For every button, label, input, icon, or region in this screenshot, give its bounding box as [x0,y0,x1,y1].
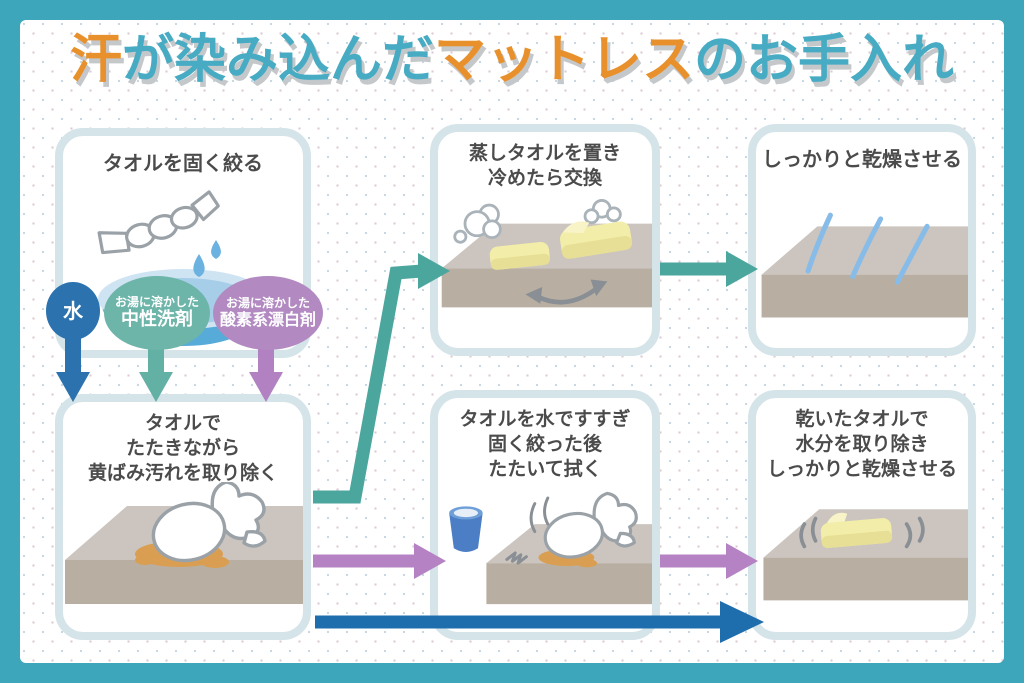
title-segment-sweat: 汗 [69,30,122,90]
bubble-oxygen-bleach: お湯に溶かした 酸素系漂白剤 [213,276,323,350]
folded-towel-left [489,241,551,270]
dabbing-towel [151,482,267,563]
step6-title: 乾いたタオルで 水分を取り除き しっかりと乾燥させる [766,408,957,481]
swap-arrow [525,279,608,305]
vibration-marks [799,516,925,549]
panel-step2-dab-stain: タオルで たたきながら 黄ばみ汚れを取り除く [55,394,311,640]
panel-step3-steam-towel: 蒸しタオルを置き 冷めたら交換 [430,124,660,356]
twisted-towel [97,190,220,255]
folded-dry-towel [820,512,893,549]
bubble-detergent-line2: 中性洗剤 [121,308,193,330]
bubble-neutral-detergent: お湯に溶かした 中性洗剤 [104,276,210,350]
title-segment-care: のお手入れ [694,30,955,90]
folded-towel-right [559,221,633,259]
rinse-wipe-illustration [449,491,652,605]
step1-title: タオルを固く絞る [103,151,263,175]
dabbing-towel [543,491,638,559]
title-segment-soaked: が染み込んだ [121,30,434,90]
step4-title: しっかりと乾燥させる [762,147,962,171]
panel-step4-dry: しっかりと乾燥させる [748,124,976,356]
dotted-background: 汗が染み込んだマットレスのお手入れ タオルを固く絞る [20,20,1004,663]
step5-title: タオルを水ですすぎ 固く絞った後 たたいて拭く [459,408,631,481]
bubble-detergent-line1: お湯に溶かした [114,294,199,309]
step2-title: タオルで たたきながら 黄ばみ汚れを取り除く [87,412,278,485]
panel-step6-dry-towel: 乾いたタオルで 水分を取り除き しっかりと乾燥させる [748,390,976,640]
bubble-water-label: 水 [63,298,83,323]
air-flow-lines [805,212,930,285]
bubble-bleach-line2: 酸素系漂白剤 [219,309,316,329]
water-drops [193,240,221,277]
bubble-water: 水 [46,282,100,340]
title-segment-mattress: マットレス [434,30,695,90]
motion-squiggles [505,496,550,565]
panel-step5-rinse-wipe: タオルを水ですすぎ 固く絞った後 たたいて拭く [430,390,660,640]
dry-towel-illustration [763,509,968,601]
water-bucket [449,506,483,552]
steam-cloud-left [453,203,502,244]
steam-towel-illustration [441,199,652,308]
bubble-bleach-line1: お湯に溶かした [225,295,310,310]
dry-mattress-illustration [761,212,968,318]
page-title: 汗が染み込んだマットレスのお手入れ [20,30,1004,90]
mattress [761,226,968,318]
arrow-step5-to-step6 [660,543,758,579]
steam-cloud-right [583,199,622,225]
dab-stain-illustration [65,482,303,604]
arrow-step2-to-step5 [313,543,446,579]
step3-title: 蒸しタオルを置き 冷めたら交換 [468,142,621,190]
arrow-step3-to-step4 [660,251,758,287]
